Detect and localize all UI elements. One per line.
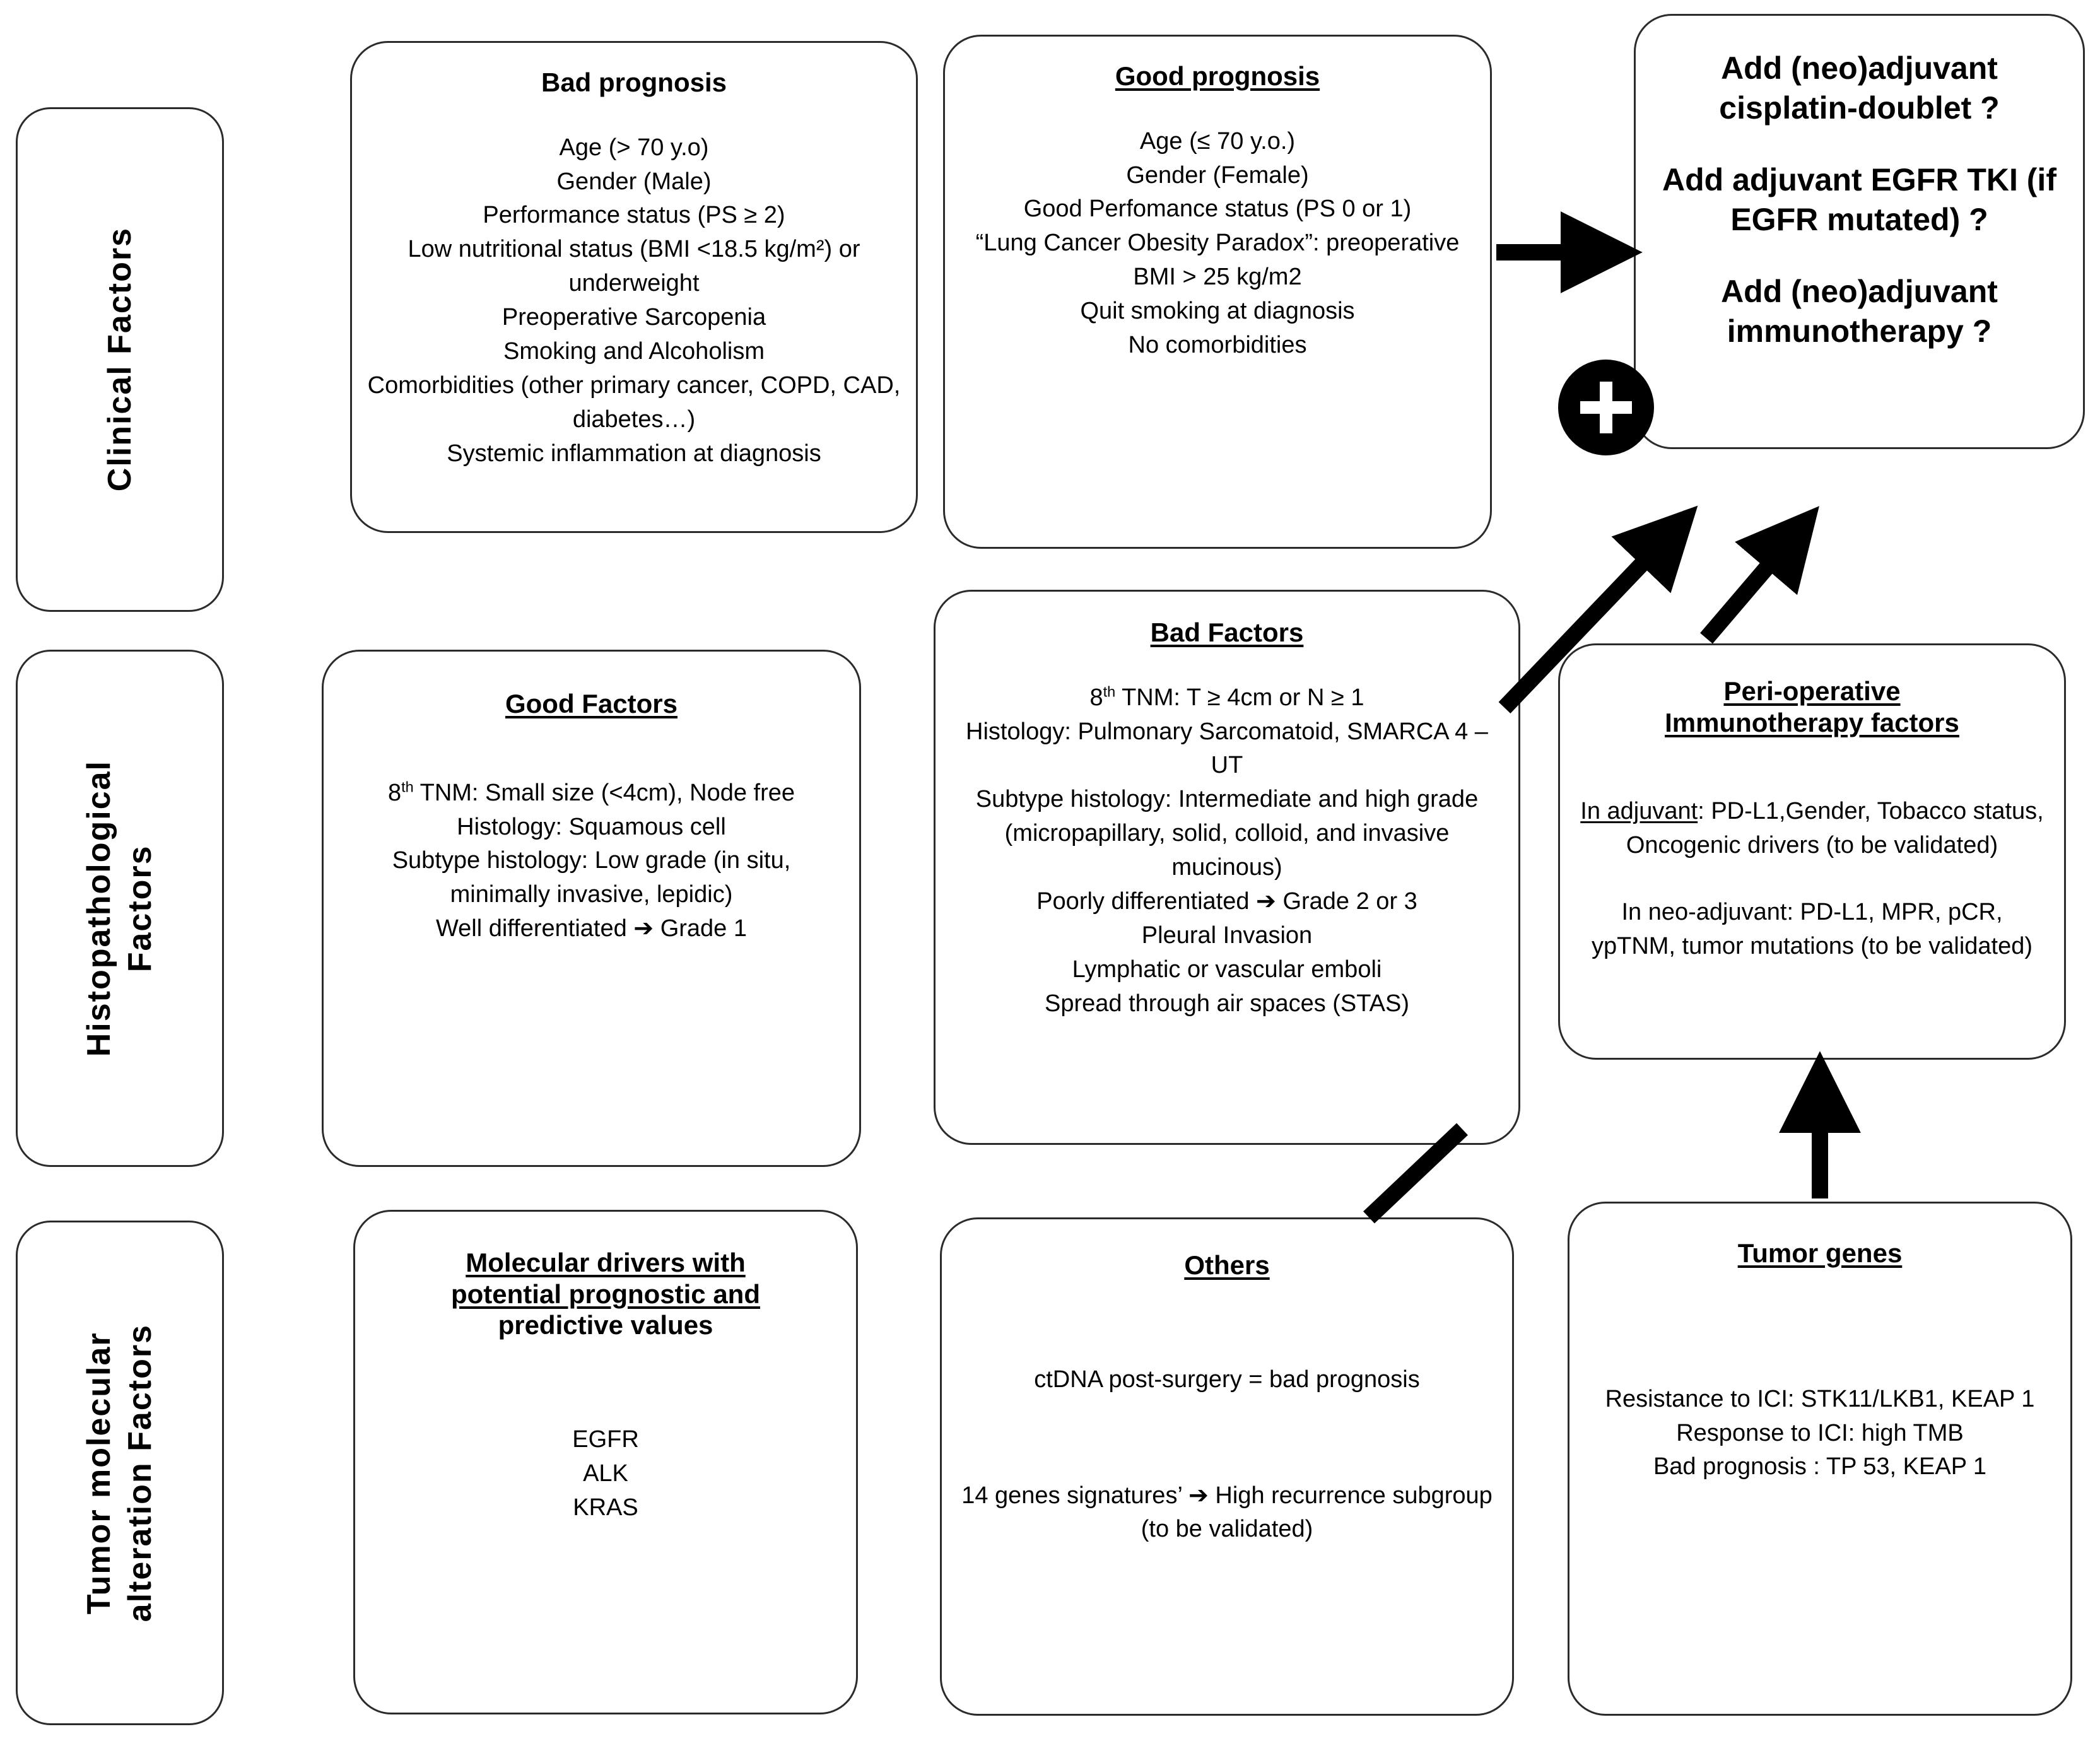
list-item: 8th TNM: Small size (<4cm), Node free	[387, 778, 795, 806]
list-item: Systemic inflammation at diagnosis	[447, 440, 821, 467]
box-good-prognosis: Good prognosis Age (≤ 70 y.o.) Gender (F…	[943, 35, 1492, 549]
row-label-clinical-factors-text: Clinical Factors	[101, 227, 138, 492]
adjuvant-label: In adjuvant	[1580, 798, 1698, 825]
box-molecular-drivers-title-line2: potential prognostic and	[451, 1279, 760, 1309]
box-bad-prognosis: Bad prognosis Age (> 70 y.o) Gender (Mal…	[350, 41, 918, 533]
box-good-factors-title: Good Factors	[505, 689, 678, 718]
arrow-perioperative-to-decision	[1700, 506, 1819, 644]
list-item: Comorbidities (other primary cancer, COP…	[367, 372, 901, 433]
row-label-tumor-molecular-alteration-factors-text: Tumor molecular alteration Factors	[81, 1323, 158, 1622]
list-item: Spread through air spaces (STAS)	[1044, 990, 1409, 1017]
list-item: Histology: Pulmonary Sarcomatoid, SMARCA…	[966, 718, 1488, 779]
box-tumor-genes: Tumor genes Resistance to ICI: STK11/LKB…	[1568, 1202, 2072, 1716]
box-perioperative-title-line1: Peri-operative	[1723, 676, 1901, 706]
box-bad-prognosis-title: Bad prognosis	[541, 67, 727, 97]
box-good-factors-body: 8th TNM: Small size (<4cm), Node free Hi…	[343, 776, 840, 947]
question-immunotherapy: Add (neo)adjuvant immunotherapy ?	[1721, 274, 1998, 349]
box-treatment-decision: Add (neo)adjuvant cisplatin-doublet ? Ad…	[1634, 14, 2085, 449]
box-good-factors: Good Factors 8th TNM: Small size (<4cm),…	[322, 650, 861, 1167]
box-perioperative-title-line2: Immunotherapy factors	[1665, 707, 1959, 737]
box-molecular-drivers-genes: EGFR ALK KRAS	[372, 1423, 840, 1525]
box-tumor-genes-title: Tumor genes	[1737, 1238, 1903, 1268]
box-bad-factors-body: 8th TNM: T ≥ 4cm or N ≥ 1 Histology: Pul…	[954, 681, 1499, 1022]
list-item: No comorbidities	[1128, 332, 1307, 359]
box-others-line-gene-signature: 14 genes signatures’ ➔ High recurrence s…	[961, 1482, 1493, 1543]
list-item: Age (≤ 70 y.o.)	[1139, 127, 1296, 155]
list-item: Smoking and Alcoholism	[503, 338, 765, 365]
plus-icon-vertical-bar	[1600, 382, 1612, 433]
gene-item: EGFR	[572, 1426, 639, 1453]
list-item: Age (> 70 y.o)	[559, 134, 709, 161]
box-molecular-drivers-title-line3: predictive values	[498, 1310, 713, 1340]
list-item: Gender (Female)	[1126, 161, 1309, 189]
list-item: Subtype histology: Low grade (in situ, m…	[392, 847, 791, 908]
list-item: Resistance to ICI: STK11/LKB1, KEAP 1	[1605, 1385, 2035, 1412]
list-item: Histology: Squamous cell	[457, 813, 726, 840]
row-label-histopathological-factors: Histopathological Factors	[16, 650, 224, 1167]
question-egfr-tki: Add adjuvant EGFR TKI (if EGFR mutated) …	[1662, 162, 2056, 237]
question-cisplatin-doublet: Add (neo)adjuvant cisplatin-doublet ?	[1719, 50, 2000, 126]
row-label-tumor-molecular-alteration-factors: Tumor molecular alteration Factors	[16, 1221, 224, 1725]
box-bad-factors-title: Bad Factors	[1150, 618, 1304, 647]
gene-item: ALK	[583, 1460, 628, 1487]
list-item: Good Perfomance status (PS 0 or 1)	[1023, 196, 1412, 223]
box-bad-factors: Bad Factors 8th TNM: T ≥ 4cm or N ≥ 1 Hi…	[934, 590, 1520, 1145]
list-item: Preoperative Sarcopenia	[502, 304, 766, 331]
list-item: Low nutritional status (BMI <18.5 kg/m²)…	[408, 236, 860, 297]
list-item: Poorly differentiated ➔ Grade 2 or 3	[1036, 888, 1417, 915]
plus-combination-badge	[1558, 360, 1654, 455]
list-item: Lymphatic or vascular emboli	[1072, 956, 1382, 983]
list-item: Performance status (PS ≥ 2)	[483, 202, 785, 229]
box-molecular-drivers-title-line1: Molecular drivers with	[466, 1248, 746, 1277]
list-item: 8th TNM: T ≥ 4cm or N ≥ 1	[1089, 683, 1364, 711]
row-label-histopathological-factors-text: Histopathological Factors	[81, 759, 158, 1057]
adjuvant-detail: : PD-L1,Gender, Tobacco status, Oncogeni…	[1626, 798, 2044, 859]
box-perioperative-neoadjuvant-text: In neo-adjuvant: PD-L1, MPR, pCR, ypTNM,…	[1591, 899, 2033, 959]
box-others: Others ctDNA post-surgery = bad prognosi…	[940, 1217, 1514, 1716]
list-item: Response to ICI: high TMB	[1676, 1419, 1964, 1446]
box-perioperative-immunotherapy-factors: Peri-operative Immunotherapy factors In …	[1558, 643, 2066, 1060]
row-label-clinical-factors: Clinical Factors	[16, 107, 224, 612]
box-others-title: Others	[1184, 1250, 1270, 1280]
box-molecular-drivers: Molecular drivers with potential prognos…	[353, 1210, 858, 1714]
list-item: “Lung Cancer Obesity Paradox”: preoperat…	[975, 230, 1460, 291]
list-item: Gender (Male)	[556, 168, 712, 195]
box-good-prognosis-body: Age (≤ 70 y.o.) Gender (Female) Good Per…	[959, 125, 1476, 363]
box-tumor-genes-body: Resistance to ICI: STK11/LKB1, KEAP 1 Re…	[1587, 1383, 2053, 1485]
box-perioperative-adjuvant-text: In adjuvant: PD-L1,Gender, Tobacco statu…	[1578, 795, 2046, 863]
list-item: Quit smoking at diagnosis	[1080, 298, 1355, 325]
list-item: Subtype histology: Intermediate and high…	[975, 786, 1479, 881]
list-item: Bad prognosis : TP 53, KEAP 1	[1653, 1453, 1987, 1480]
list-item: Well differentiated ➔ Grade 1	[435, 915, 748, 942]
gene-item: KRAS	[573, 1494, 638, 1521]
box-others-line-ctdna: ctDNA post-surgery = bad prognosis	[1034, 1366, 1420, 1393]
list-item: Pleural Invasion	[1141, 922, 1313, 949]
box-good-prognosis-title: Good prognosis	[1115, 61, 1320, 91]
box-bad-prognosis-body: Age (> 70 y.o) Gender (Male) Performance…	[366, 131, 902, 472]
